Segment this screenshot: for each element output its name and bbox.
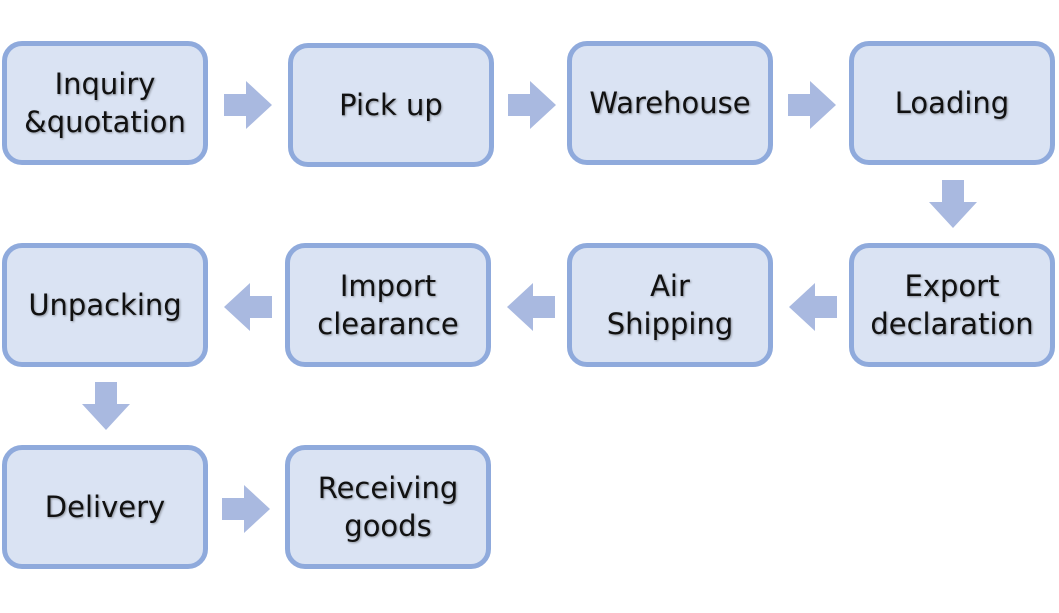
step-loading: Loading (849, 41, 1055, 165)
arrow-right-icon (222, 485, 270, 533)
step-export-declaration: Export declaration (849, 243, 1055, 367)
arrow-down-icon (82, 382, 130, 430)
arrow-left-icon (507, 283, 555, 331)
arrow-right-icon (788, 81, 836, 129)
arrow-right-icon (224, 81, 272, 129)
step-air-shipping: Air Shipping (567, 243, 773, 367)
arrow-down-icon (929, 180, 977, 228)
step-import-clearance: Import clearance (285, 243, 491, 367)
step-pick-up: Pick up (288, 43, 494, 167)
step-delivery: Delivery (2, 445, 208, 569)
step-unpacking: Unpacking (2, 243, 208, 367)
step-warehouse: Warehouse (567, 41, 773, 165)
arrow-right-icon (508, 81, 556, 129)
step-receiving-goods: Receiving goods (285, 445, 491, 569)
arrow-left-icon (789, 283, 837, 331)
step-inquiry-quotation: Inquiry &quotation (2, 41, 208, 165)
arrow-left-icon (224, 283, 272, 331)
